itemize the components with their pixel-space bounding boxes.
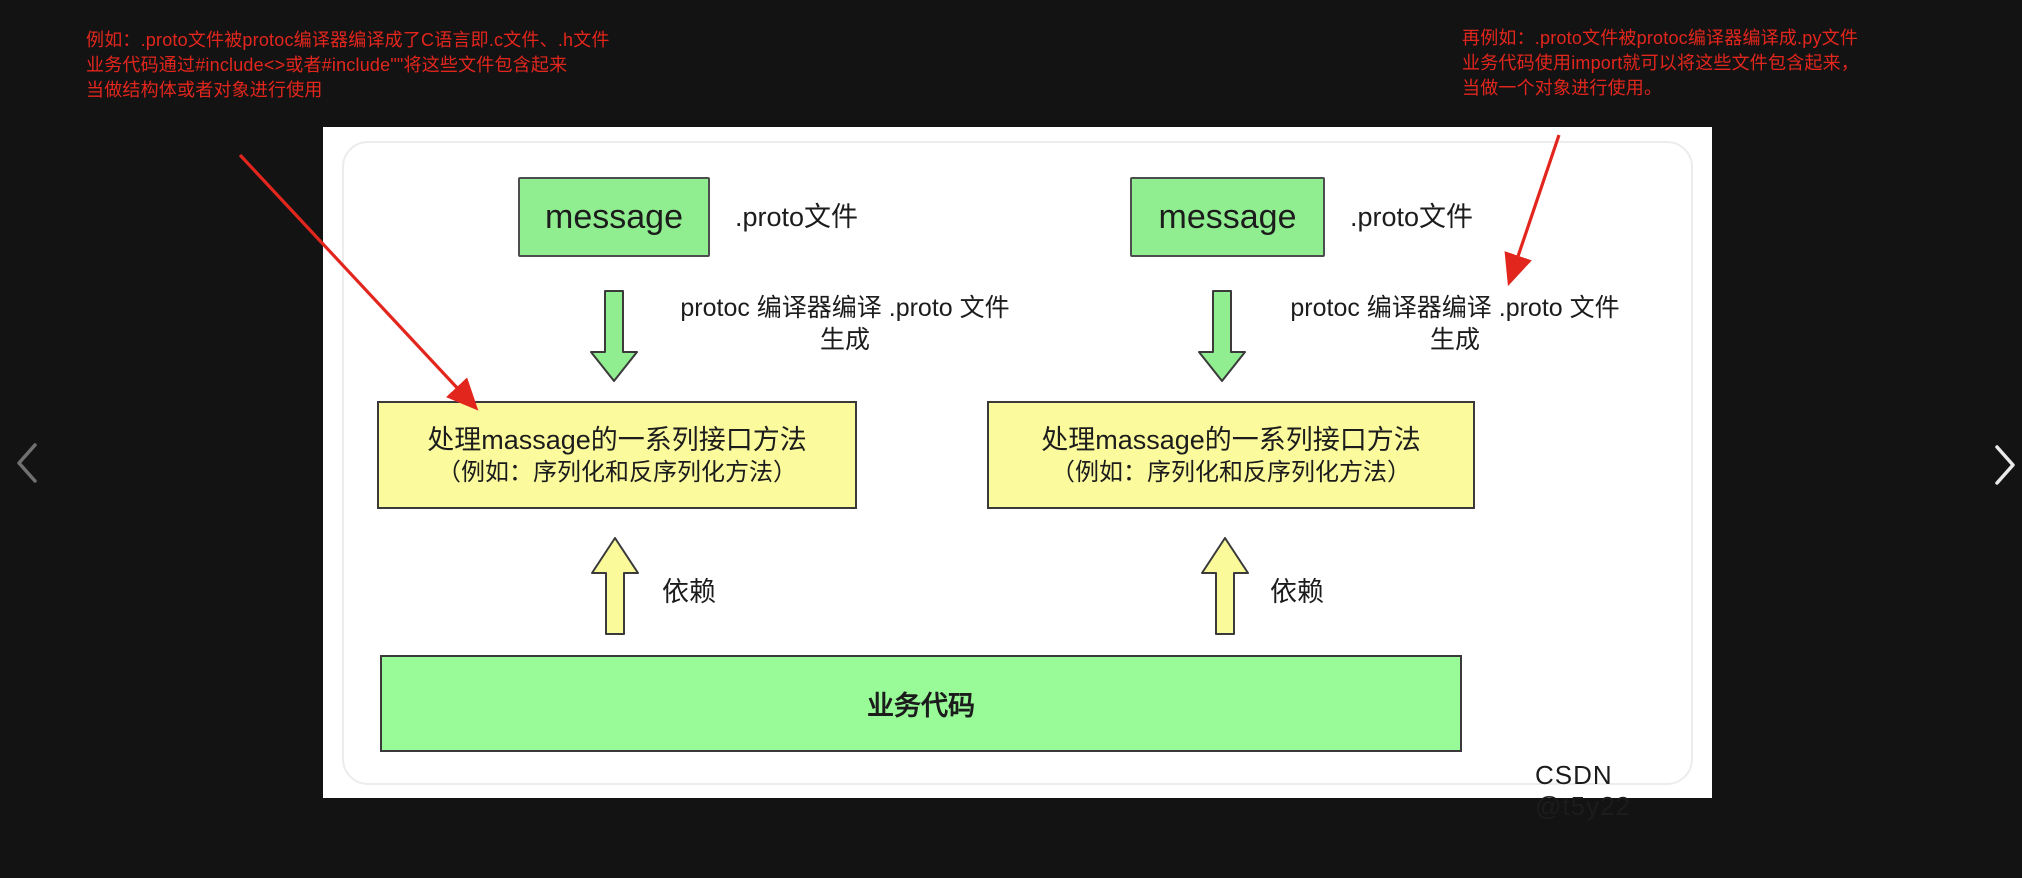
message-box-left: message — [518, 177, 710, 257]
interface-box-right: 处理massage的一系列接口方法 （例如：序列化和反序列化方法） — [987, 401, 1475, 509]
annotation-line: 业务代码通过#include<>或者#include""将这些文件包含起来 — [86, 55, 568, 75]
interface-box-line2: （例如：序列化和反序列化方法） — [437, 459, 797, 486]
compile-caption-left: protoc 编译器编译 .proto 文件 生成 — [672, 292, 1018, 356]
compile-caption-right: protoc 编译器编译 .proto 文件 生成 — [1282, 292, 1628, 356]
depends-label-right: 依赖 — [1270, 577, 1324, 607]
up-arrow-icon — [1201, 537, 1249, 635]
compile-caption-line: 生成 — [1429, 326, 1480, 354]
annotation-line: 当做一个对象进行使用。 — [1462, 78, 1663, 98]
diagram-inner-frame — [342, 141, 1693, 785]
proto-file-label-right: .proto文件 — [1350, 202, 1474, 232]
annotation-line: 业务代码使用import就可以将这些文件包含起来， — [1462, 53, 1860, 73]
proto-file-label-left: .proto文件 — [735, 202, 859, 232]
annotation-line: 当做结构体或者对象进行使用 — [86, 80, 323, 100]
csdn-watermark: CSDN @t5y22 — [1535, 760, 1631, 821]
down-arrow-icon — [1198, 290, 1246, 382]
message-box-right: message — [1130, 177, 1325, 257]
interface-box-line1: 处理massage的一系列接口方法 — [427, 425, 807, 455]
up-arrow-icon — [591, 537, 639, 635]
compile-caption-line: 生成 — [819, 326, 870, 354]
annotation-text-left: 例如：.proto文件被protoc编译器编译成了C语言即.c文件、.h文件 业… — [86, 28, 610, 103]
business-code-label: 业务代码 — [867, 691, 975, 721]
diagram-image-card: message .proto文件 protoc 编译器编译 .proto 文件 … — [323, 127, 1712, 821]
interface-box-line1: 处理massage的一系列接口方法 — [1041, 425, 1421, 455]
interface-box-left: 处理massage的一系列接口方法 （例如：序列化和反序列化方法） — [377, 401, 857, 509]
annotation-line: 例如：.proto文件被protoc编译器编译成了C语言即.c文件、.h文件 — [86, 30, 610, 50]
business-code-bar: 业务代码 — [380, 655, 1462, 752]
depends-label-left: 依赖 — [662, 577, 716, 607]
compile-caption-line: protoc 编译器编译 .proto 文件 — [680, 294, 1010, 322]
annotation-line: 再例如：.proto文件被protoc编译器编译成.py文件 — [1462, 28, 1859, 48]
annotation-text-right: 再例如：.proto文件被protoc编译器编译成.py文件 业务代码使用imp… — [1462, 26, 1859, 101]
carousel-prev-button[interactable] — [10, 438, 44, 488]
message-box-label: message — [545, 197, 683, 236]
chevron-left-icon — [17, 443, 37, 483]
down-arrow-icon — [590, 290, 638, 382]
interface-box-line2: （例如：序列化和反序列化方法） — [1051, 459, 1411, 486]
message-box-label: message — [1158, 197, 1297, 236]
compile-caption-line: protoc 编译器编译 .proto 文件 — [1290, 294, 1620, 322]
carousel-next-button[interactable] — [1988, 440, 2022, 490]
chevron-right-icon — [1995, 445, 2015, 485]
